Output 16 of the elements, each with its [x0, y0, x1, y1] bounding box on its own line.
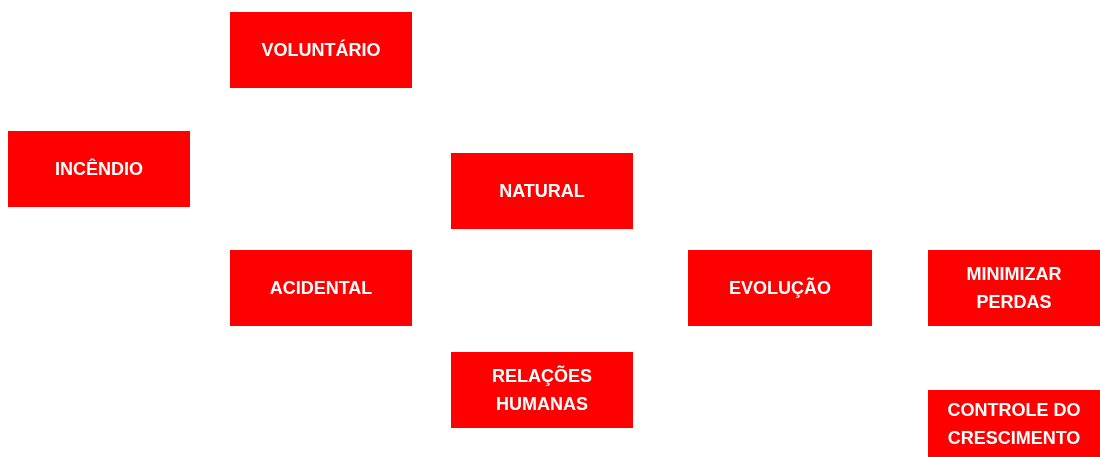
box-label: RELAÇÕES HUMANAS — [491, 364, 593, 416]
box-label: EVOLUÇÃO — [729, 276, 831, 300]
box-label: MINIMIZAR PERDAS — [965, 263, 1063, 314]
box-label: ACIDENTAL — [269, 277, 373, 300]
box-label: NATURAL — [499, 180, 585, 203]
process-box — [928, 390, 1100, 457]
process-box — [688, 250, 872, 326]
box-label: INCÊNDIO — [55, 157, 143, 181]
process-box — [8, 131, 190, 207]
process-box — [230, 12, 412, 88]
box-label: CONTROLE DO CRESCIMENTO — [946, 398, 1082, 450]
box-label: VOLUNTÁRIO — [261, 38, 381, 62]
process-box — [451, 153, 633, 229]
process-box — [230, 250, 412, 326]
process-box — [451, 352, 633, 428]
process-box — [928, 250, 1100, 326]
